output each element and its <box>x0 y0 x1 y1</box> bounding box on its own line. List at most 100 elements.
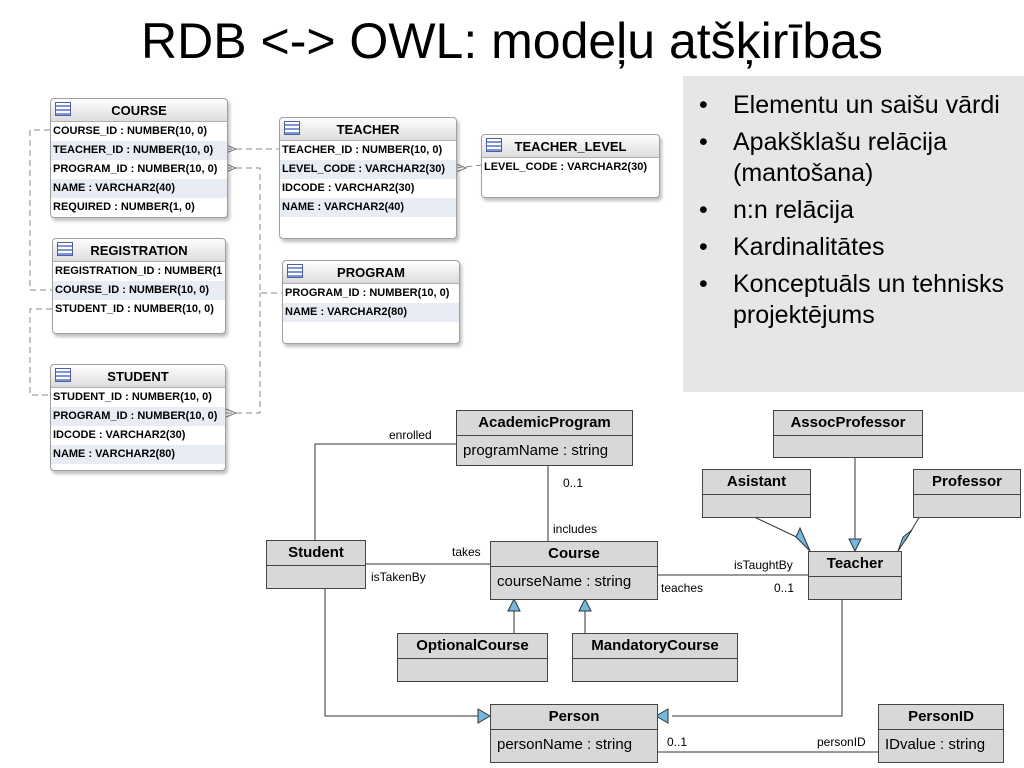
table-icon <box>55 102 71 116</box>
fk-arrow <box>225 144 238 154</box>
table-icon <box>57 242 73 256</box>
table-student: STUDENT STUDENT_ID : NUMBER(10, 0) PROGR… <box>50 364 226 471</box>
class-person: Person personName : string <box>490 704 658 763</box>
table-column: LEVEL_CODE : VARCHAR2(30) <box>484 161 647 173</box>
label-is-taught-by: isTaughtBy <box>734 558 793 572</box>
class-name: OptionalCourse <box>398 634 547 659</box>
class-name: AssocProfessor <box>774 411 922 436</box>
table-teacher: TEACHER TEACHER_ID : NUMBER(10, 0) LEVEL… <box>279 117 457 239</box>
table-header: STUDENT <box>51 365 225 388</box>
fk-line-registration-student <box>29 308 52 396</box>
generalization-arrowhead <box>507 597 521 612</box>
class-teacher: Teacher <box>808 551 902 600</box>
class-student: Student <box>266 540 366 589</box>
class-course: Course courseName : string <box>490 541 658 600</box>
bullet-item: n:n relācija <box>695 195 1014 226</box>
table-teacher-level: TEACHER_LEVEL LEVEL_CODE : VARCHAR2(30) <box>481 134 660 198</box>
class-name: Professor <box>914 470 1020 495</box>
table-program: PROGRAM PROGRAM_ID : NUMBER(10, 0) NAME … <box>282 260 460 344</box>
class-professor: Professor <box>913 469 1021 518</box>
class-attribute: IDvalue : string <box>885 736 986 753</box>
generalization-arrowhead <box>795 526 811 552</box>
class-academic-program: AcademicProgram programName : string <box>456 410 633 466</box>
table-column: REQUIRED : NUMBER(1, 0) <box>53 201 195 213</box>
generalization-arrowhead <box>897 529 913 552</box>
table-column: COURSE_ID : NUMBER(10, 0) <box>53 281 225 300</box>
generalization-arrowhead <box>477 708 491 724</box>
bullet-panel: Elementu un saišu vārdi Apakšklašu relāc… <box>683 76 1024 392</box>
bullet-item: Elementu un saišu vārdi <box>695 90 1014 121</box>
fk-line-course-program <box>226 167 283 294</box>
generalization-arrowhead <box>655 708 669 724</box>
class-name: MandatoryCourse <box>573 634 737 659</box>
table-column: TEACHER_ID : NUMBER(10, 0) <box>282 144 443 156</box>
label-includes: includes <box>553 522 598 536</box>
table-column: STUDENT_ID : NUMBER(10, 0) <box>55 303 214 315</box>
generalization-student-person <box>324 587 478 717</box>
class-name: Teacher <box>809 552 901 577</box>
generalization-arrowhead <box>848 538 862 553</box>
table-column: PROGRAM_ID : NUMBER(10, 0) <box>51 407 225 426</box>
fk-line-registration-course <box>29 129 52 291</box>
table-header: PROGRAM <box>283 261 459 284</box>
table-header: REGISTRATION <box>53 239 225 262</box>
table-header: TEACHER_LEVEL <box>482 135 659 158</box>
class-attribute: programName : string <box>463 442 609 459</box>
class-optional-course: OptionalCourse <box>397 633 548 682</box>
fk-arrow <box>455 163 468 173</box>
class-mandatory-course: MandatoryCourse <box>572 633 738 682</box>
bullet-list: Elementu un saišu vārdi Apakšklašu relāc… <box>695 90 1014 331</box>
table-column: REGISTRATION_ID : NUMBER(1 <box>55 265 223 277</box>
table-name: TEACHER_LEVEL <box>514 139 627 154</box>
table-column: IDCODE : VARCHAR2(30) <box>282 182 415 194</box>
table-column: NAME : VARCHAR2(40) <box>280 198 456 217</box>
table-header: COURSE <box>51 99 227 122</box>
label-multiplicity: 0..1 <box>667 735 688 749</box>
label-teaches: teaches <box>661 581 704 595</box>
class-asistant: Asistant <box>702 469 811 518</box>
table-column: NAME : VARCHAR2(80) <box>283 303 459 322</box>
label-takes: takes <box>452 545 481 559</box>
bullet-item: Kardinalitātes <box>695 232 1014 263</box>
table-column: STUDENT_ID : NUMBER(10, 0) <box>53 391 212 403</box>
table-icon <box>55 368 71 382</box>
fk-arrow <box>225 163 238 173</box>
label-enrolled: enrolled <box>389 428 432 442</box>
association-enrolled <box>314 443 456 540</box>
class-name: Student <box>267 541 365 566</box>
class-name: Person <box>491 705 657 730</box>
table-icon <box>284 121 300 135</box>
label-is-taken-by: isTakenBy <box>371 570 426 584</box>
bullet-item: Konceptuāls un tehnisks projektējums <box>695 269 1014 331</box>
table-name: TEACHER <box>336 122 400 137</box>
table-column: PROGRAM_ID : NUMBER(10, 0) <box>285 287 450 299</box>
label-multiplicity: 0..1 <box>563 476 584 490</box>
table-column: NAME : VARCHAR2(40) <box>51 179 227 198</box>
table-icon <box>486 138 502 152</box>
class-name: Asistant <box>703 470 810 495</box>
class-name: AcademicProgram <box>457 411 632 436</box>
table-header: TEACHER <box>280 118 456 141</box>
table-column: COURSE_ID : NUMBER(10, 0) <box>53 125 208 137</box>
class-name: Course <box>491 542 657 567</box>
class-attribute: personName : string <box>497 736 633 753</box>
table-column: TEACHER_ID : NUMBER(10, 0) <box>51 141 227 160</box>
table-name: REGISTRATION <box>90 243 188 258</box>
class-person-id: PersonID IDvalue : string <box>878 704 1004 763</box>
slide-title: RDB <-> OWL: modeļu atšķirības <box>141 13 883 69</box>
label-person-id: personID <box>817 735 866 749</box>
table-column: LEVEL_CODE : VARCHAR2(30) <box>280 160 456 179</box>
class-assoc-professor: AssocProfessor <box>773 410 923 458</box>
class-name: PersonID <box>879 705 1003 730</box>
table-name: PROGRAM <box>337 265 405 280</box>
generalization-teacher-person <box>672 598 843 717</box>
table-column: PROGRAM_ID : NUMBER(10, 0) <box>53 163 218 175</box>
table-column: IDCODE : VARCHAR2(30) <box>53 429 186 441</box>
fk-line-teacher-level <box>455 164 483 169</box>
table-name: STUDENT <box>107 369 169 384</box>
table-course: COURSE COURSE_ID : NUMBER(10, 0) TEACHER… <box>50 98 228 218</box>
bullet-item: Apakšklašu relācija (mantošana) <box>695 127 1014 189</box>
label-multiplicity: 0..1 <box>774 581 795 595</box>
table-name: COURSE <box>111 103 167 118</box>
